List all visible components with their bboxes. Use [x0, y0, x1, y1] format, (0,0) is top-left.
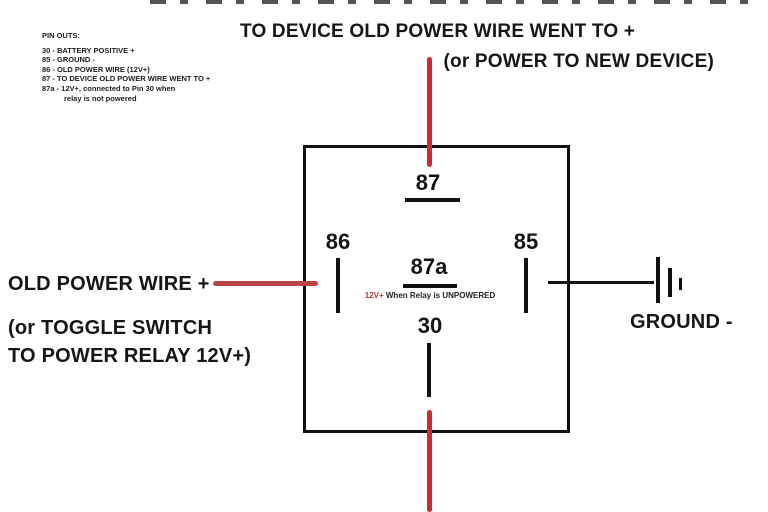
pinout-line-87a-cont: relay is not powered — [64, 93, 137, 103]
pinouts-title: PIN OUTS: — [42, 31, 80, 40]
old-power-wire-label: OLD POWER WIRE + — [8, 273, 210, 295]
ground-label: GROUND - — [630, 311, 733, 333]
pin-86-label: 86 — [325, 229, 351, 254]
pin-85-label: 85 — [513, 229, 539, 254]
ground-bar-medium — [668, 268, 672, 297]
pin-30-terminal — [427, 343, 431, 397]
pin-87-terminal — [405, 198, 460, 202]
pin-87a-note-text: When Relay is UNPOWERED — [383, 291, 496, 300]
pin-87a-terminal — [403, 284, 457, 288]
wire-bottom-battery-to-30 — [427, 410, 432, 512]
pin-87a-label: 87a — [410, 254, 448, 279]
wire-top-power-to-87 — [427, 57, 432, 167]
header-line1: TO DEVICE OLD POWER WIRE WENT TO + — [240, 21, 636, 42]
pin-85-terminal — [524, 258, 528, 313]
cropped-title-fragments — [150, 0, 756, 4]
wire-85-to-ground — [548, 281, 654, 284]
pinout-line-85: 85 - GROUND - — [42, 55, 95, 65]
toggle-switch-label-line2: TO POWER RELAY 12V+) — [8, 345, 252, 367]
pin-86-terminal — [336, 258, 340, 313]
pinout-line-86: 86 - OLD POWER WIRE (12V+) — [42, 64, 150, 74]
pinouts-legend: PIN OUTS: 30 - BATTERY POSITIVE + 85 - G… — [42, 31, 210, 103]
pinout-line-87a: 87a - 12V+, connected to Pin 30 when — [42, 83, 176, 93]
ground-bar-short — [679, 278, 682, 290]
pin-30-label: 30 — [417, 313, 443, 338]
pinout-line-30: 30 - BATTERY POSITIVE + — [42, 45, 135, 55]
pinout-line-87: 87 - TO DEVICE OLD POWER WIRE WENT TO + — [42, 74, 211, 84]
ground-bar-tall — [656, 257, 660, 303]
toggle-switch-label-line1: (or TOGGLE SWITCH — [8, 317, 213, 339]
wire-left-old-power-to-86 — [213, 281, 318, 286]
pin-87a-note: 12V+ When Relay is UNPOWERED — [355, 291, 505, 300]
pin-87-label: 87 — [415, 170, 441, 195]
header-line2: (or POWER TO NEW DEVICE) — [443, 51, 714, 72]
pin-87a-note-voltage: 12V+ — [364, 291, 384, 300]
